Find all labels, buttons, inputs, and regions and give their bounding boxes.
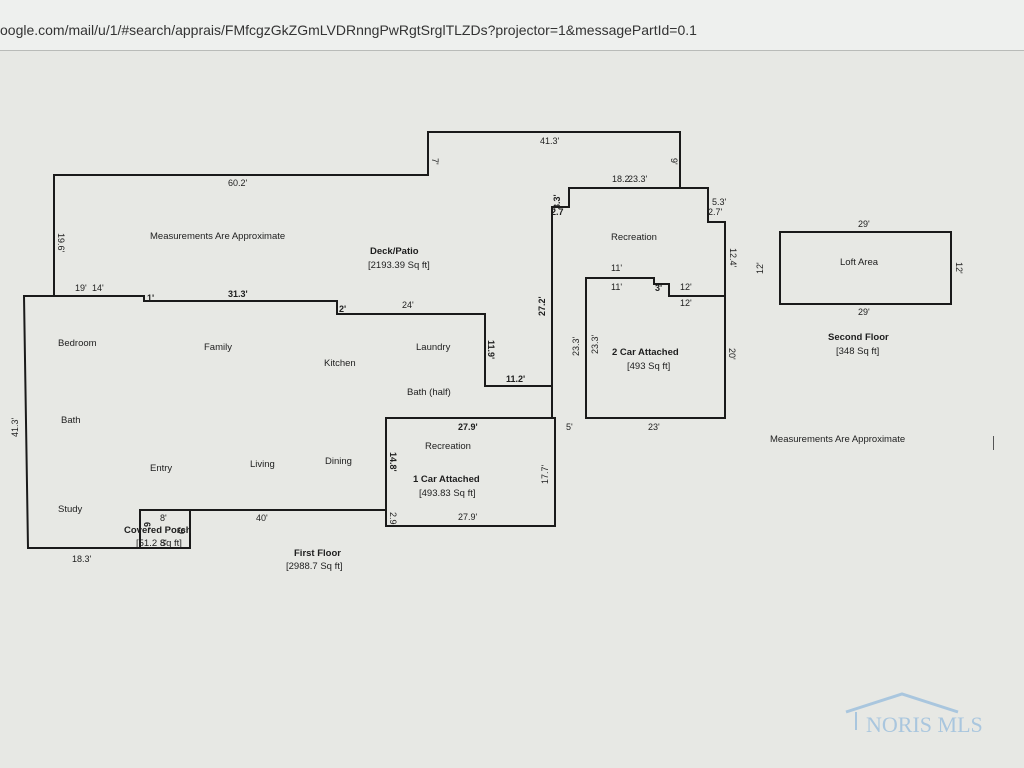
room-dining: Dining xyxy=(325,456,352,467)
dim-label: 27.9' xyxy=(458,512,478,522)
note-right: Measurements Are Approximate xyxy=(770,434,905,445)
room-kitchen: Kitchen xyxy=(324,358,356,369)
dim-label: 11.2' xyxy=(506,374,525,384)
dim-label: 11' xyxy=(611,263,622,273)
dim-label: 27.9' xyxy=(458,422,478,432)
room-recreation-upper: Recreation xyxy=(611,232,657,243)
dim-label: 11' xyxy=(611,282,622,292)
dim-label: 29' xyxy=(858,307,870,317)
second-floor-title: Second Floor xyxy=(828,332,889,343)
loft-area-outline xyxy=(779,231,952,305)
room-bedroom: Bedroom xyxy=(58,338,97,349)
dim-label: 8' xyxy=(160,513,167,523)
url-text[interactable]: oogle.com/mail/u/1/#search/apprais/FMfcg… xyxy=(0,22,697,38)
room-family: Family xyxy=(204,342,232,353)
second-floor-area: [348 Sq ft] xyxy=(836,346,879,357)
first-floor-area: [2988.7 Sq ft] xyxy=(286,561,343,572)
dim-label: 23.3' xyxy=(628,174,648,184)
dim-label: 31.3' xyxy=(228,289,248,299)
dim-label: 11.9' xyxy=(486,340,496,359)
dim-label: 12' xyxy=(680,282,692,292)
dim-label: 2' xyxy=(339,304,346,314)
room-bath: Bath xyxy=(61,415,81,426)
dim-label: 23.3' xyxy=(571,336,581,356)
first-floor-title: First Floor xyxy=(294,548,341,559)
dim-label: 6' xyxy=(142,522,152,529)
dim-label: 14.8' xyxy=(388,452,398,472)
room-laundry: Laundry xyxy=(416,342,451,353)
dim-label: 3' xyxy=(655,283,662,293)
dim-label: 5' xyxy=(566,422,573,432)
deck-title: Deck/Patio xyxy=(370,246,419,257)
dim-label: 1' xyxy=(147,293,154,303)
room-bath-half: Bath (half) xyxy=(407,387,451,398)
text-cursor-icon xyxy=(993,436,994,450)
dim-label: 17.7' xyxy=(540,464,550,484)
dim-label: 29' xyxy=(858,219,870,229)
dim-label: 12.4' xyxy=(728,248,738,268)
room-loft-area: Loft Area xyxy=(840,257,879,268)
dim-label: 14' xyxy=(92,283,104,293)
dim-label: 12' xyxy=(680,298,692,308)
dim-label: 12' xyxy=(954,262,964,274)
dim-label: 6' xyxy=(177,527,187,534)
dim-label: 23' xyxy=(648,422,660,432)
deck-note: Measurements Are Approximate xyxy=(150,231,285,242)
garage-2car-title: 2 Car Attached xyxy=(612,347,679,358)
deck-area: [2193.39 Sq ft] xyxy=(368,260,430,271)
garage-1car-outline xyxy=(385,417,556,527)
dim-label: 9' xyxy=(669,158,679,165)
dim-label: 2.7' xyxy=(708,207,723,217)
garage-2car-area: [493 Sq ft] xyxy=(627,361,670,372)
dim-label: 40' xyxy=(256,513,268,523)
room-entry: Entry xyxy=(150,463,172,474)
dim-label: 12' xyxy=(755,262,765,274)
room-study: Study xyxy=(58,504,83,515)
dim-label: 18.2 xyxy=(612,174,630,184)
dim-label: 8' xyxy=(160,538,167,548)
dim-label: 41.3' xyxy=(540,136,560,146)
porch-title: Covered Porch xyxy=(124,525,192,536)
dim-label: 20' xyxy=(727,348,737,360)
watermark-text: NORIS MLS xyxy=(866,712,983,737)
garage-1car-area: [493.83 Sq ft] xyxy=(419,488,476,499)
house-logo-icon xyxy=(845,692,959,730)
garage-2car-outline xyxy=(585,277,726,419)
dim-label: 19' xyxy=(75,283,87,293)
dim-label: 60.2' xyxy=(228,178,248,188)
room-living: Living xyxy=(250,459,275,470)
covered-porch-outline xyxy=(139,509,191,549)
dim-label: 5.3' xyxy=(712,197,727,207)
dim-label: 27.2' xyxy=(537,296,547,316)
dim-label: 41.3' xyxy=(10,417,20,437)
dim-label: 7' xyxy=(430,158,440,165)
garage-1car-title: 1 Car Attached xyxy=(413,474,480,485)
dim-label: 24' xyxy=(402,300,414,310)
porch-area: [51.2 Sq ft] xyxy=(136,538,182,549)
room-recreation-lower: Recreation xyxy=(425,441,471,452)
dim-label: 2.9' xyxy=(388,512,398,527)
dim-label: 19.6' xyxy=(56,233,66,253)
dim-label: 2.7 xyxy=(551,207,564,217)
dim-label: 23.3' xyxy=(590,334,600,354)
dim-label: 3.3' xyxy=(552,194,562,209)
browser-address-bar: oogle.com/mail/u/1/#search/apprais/FMfcg… xyxy=(0,0,1024,51)
recreation-upper-outline xyxy=(569,187,726,296)
dim-label: 18.3' xyxy=(72,554,92,564)
